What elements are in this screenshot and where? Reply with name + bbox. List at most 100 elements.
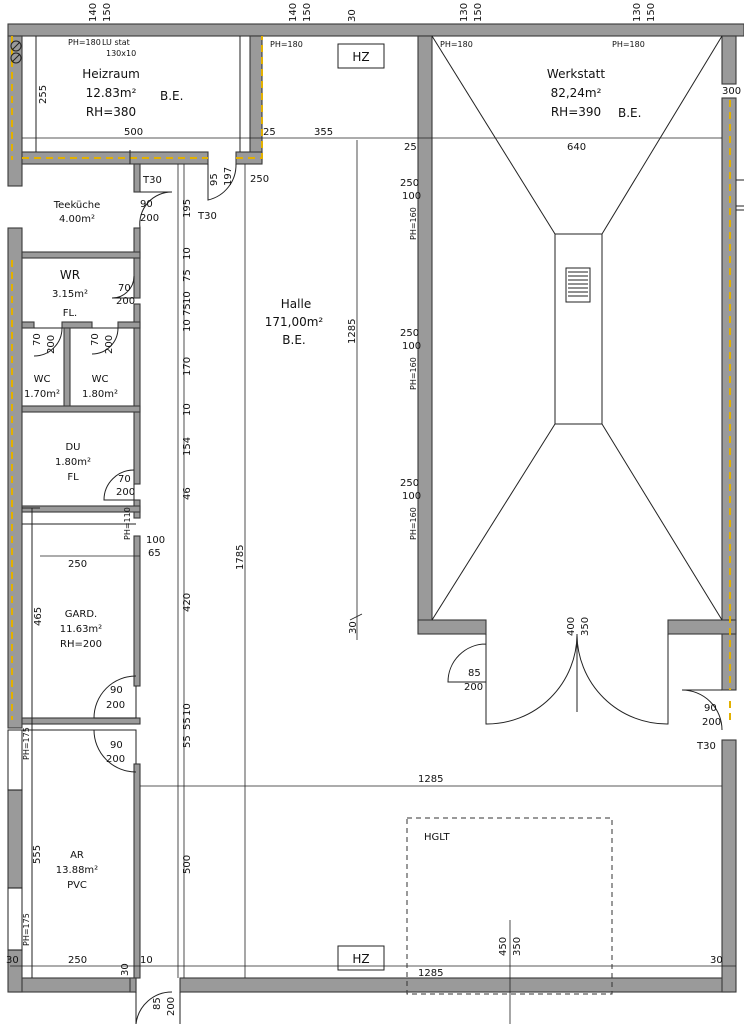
gard-name: GARD.	[65, 609, 97, 620]
wall-left-lower	[7, 789, 23, 889]
du-area: 1.80m²	[55, 457, 91, 468]
dim-10-bottom: 10	[140, 955, 153, 966]
dim-85-werk: 85	[468, 668, 481, 679]
du-floor: FL	[67, 472, 79, 483]
dim-wc2-70: 70	[90, 333, 101, 346]
dim-200-werk: 200	[464, 682, 483, 693]
ar-name: AR	[70, 850, 84, 861]
wall-right-1	[721, 35, 737, 85]
dim-10-c: 10	[182, 319, 193, 332]
dim-ar-door-90: 90	[110, 740, 123, 751]
dim-55-b: 55	[182, 735, 193, 748]
hz-box-bottom	[337, 945, 385, 971]
dim-300: 300	[722, 86, 741, 97]
ph-werkstatt-5: PH=160	[409, 507, 418, 540]
door-ar	[93, 729, 137, 773]
t30-label-2: T30	[197, 211, 217, 222]
dim-1285-bottom: 1285	[418, 968, 443, 979]
door-right-exterior	[681, 689, 723, 731]
dim-tk-90: 90	[140, 199, 153, 210]
halle-area: 171,00m²	[265, 315, 324, 329]
heizraum-note1: LU stat	[102, 38, 130, 47]
door-heizraum	[207, 163, 237, 201]
dim-gard-door-200: 200	[106, 700, 125, 711]
t30-label-1: T30	[142, 175, 162, 186]
dim-25-b: 25	[404, 142, 417, 153]
werkstatt-height: RH=390	[551, 105, 601, 119]
heizraum-area: 12.83m²	[86, 86, 137, 100]
dim-10-d: 10	[182, 403, 193, 416]
hz-label-top: HZ	[352, 50, 369, 64]
dim-du-200: 200	[116, 487, 135, 498]
door-werkstatt-left	[485, 633, 578, 725]
gard-height: RH=200	[60, 639, 102, 650]
dim-wc1-200: 200	[46, 335, 57, 354]
ph-werkstatt-2: PH=180	[612, 40, 645, 49]
dim-wc1-70: 70	[32, 333, 43, 346]
door-wr	[111, 275, 135, 299]
wall-wc-mid	[63, 327, 71, 411]
dim-154: 154	[182, 437, 193, 456]
wall-bottom-right	[179, 977, 731, 993]
hglt-area	[406, 817, 613, 995]
wall-bottom-left	[9, 977, 137, 993]
dim-255: 255	[38, 85, 49, 104]
ph-werkstatt-4: PH=160	[409, 357, 418, 390]
dim-1785: 1785	[235, 545, 246, 570]
door-werkstatt-small	[447, 634, 487, 683]
dim-100-wc: 100	[402, 491, 421, 502]
ph-ar-2: PH=175	[22, 913, 31, 946]
door-du	[103, 469, 135, 501]
wall-stub	[129, 977, 137, 993]
dim-95: 95	[209, 173, 220, 186]
wr-name: WR	[60, 268, 80, 282]
teekueche-name: Teeküche	[53, 200, 101, 211]
dim-top-130-b: 130	[632, 3, 643, 22]
left-wall-details	[7, 40, 23, 951]
dim-tk-200: 200	[140, 213, 159, 224]
ph-werkstatt-3: PH=160	[409, 207, 418, 240]
dim-500-top: 500	[124, 127, 143, 138]
halle-name: Halle	[281, 297, 311, 311]
dim-350-door: 350	[580, 617, 591, 636]
dim-gard-100: 100	[146, 535, 165, 546]
wc1-name: WC	[34, 374, 51, 385]
dim-gard-door-90: 90	[110, 685, 123, 696]
dim-55-a: 55	[182, 717, 193, 730]
room-labels: Heizraum 12.83m² RH=380 B.E. LU stat 130…	[24, 38, 641, 966]
wall-ar-right	[133, 763, 141, 979]
wc2-name: WC	[92, 374, 109, 385]
dim-30-br: 30	[710, 955, 723, 966]
dim-30-bl: 30	[6, 955, 19, 966]
wall-tk-right-a	[133, 163, 141, 193]
dim-500-vert: 500	[182, 855, 193, 874]
dim-top-150-c: 150	[473, 3, 484, 22]
wall-wr-bottom-b	[61, 321, 93, 329]
door-werkstatt-right	[576, 633, 669, 725]
dim-100-wb: 100	[402, 341, 421, 352]
wall-top	[7, 23, 744, 37]
dim-350-hglt: 350	[512, 937, 523, 956]
dim-46: 46	[182, 487, 193, 500]
wr-area: 3.15m²	[52, 289, 88, 300]
dim-640: 640	[567, 142, 586, 153]
dim-wr-200: 200	[116, 296, 135, 307]
wall-werkstatt-bottom-l	[417, 619, 487, 635]
wall-wc-right	[133, 303, 141, 485]
werkstatt-floor: B.E.	[618, 106, 641, 120]
dim-250-a: 250	[250, 174, 269, 185]
wall-werkstatt-bottom-r	[667, 619, 737, 635]
dim-top-140-a: 140	[88, 3, 99, 22]
t30-label-3: T30	[696, 741, 716, 752]
dim-90-right: 90	[704, 703, 717, 714]
dim-250-bottom: 250	[68, 955, 87, 966]
dim-top-150-a: 150	[102, 3, 113, 22]
hz-box-top	[337, 43, 385, 69]
doors	[33, 163, 723, 1024]
dim-250-wc: 250	[400, 478, 419, 489]
ar-area: 13.88m²	[56, 865, 98, 876]
wall-wr-bottom-c	[117, 321, 141, 329]
dim-200-bottom: 200	[166, 997, 177, 1016]
dim-465: 465	[33, 607, 44, 626]
